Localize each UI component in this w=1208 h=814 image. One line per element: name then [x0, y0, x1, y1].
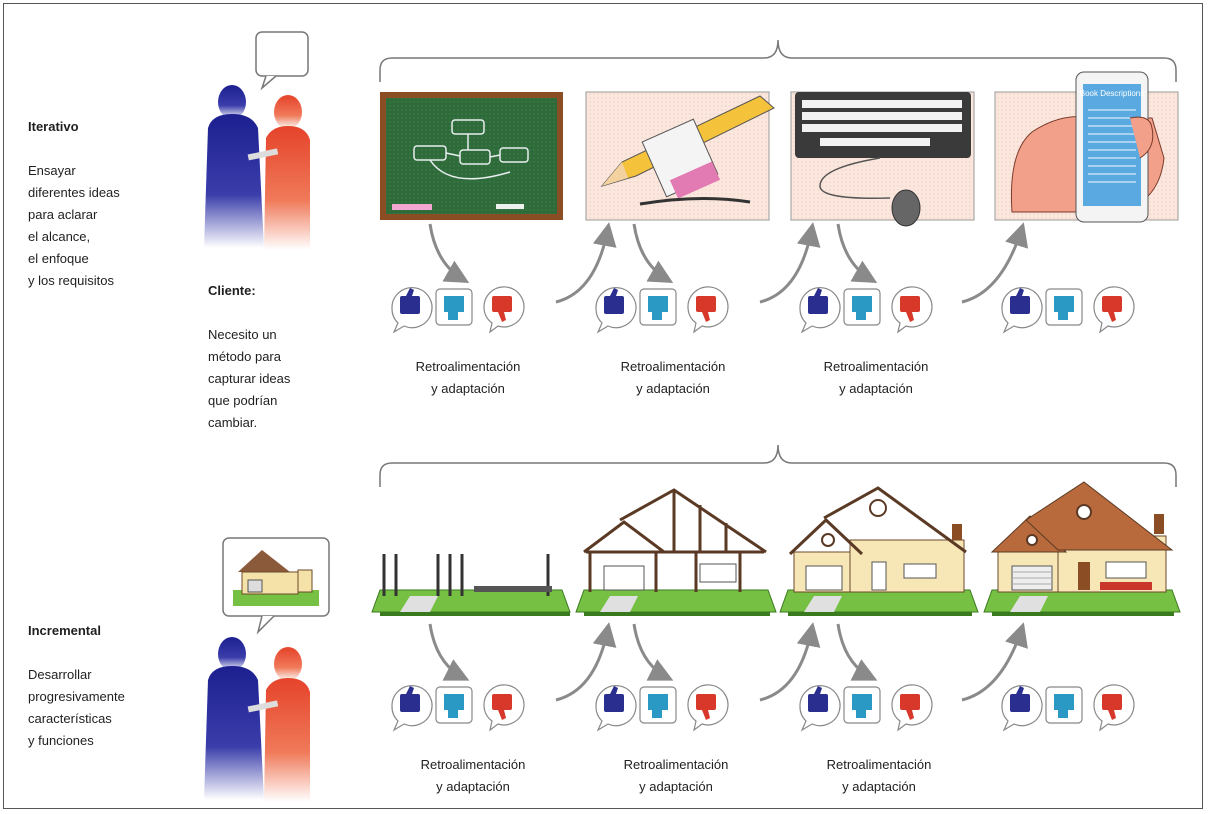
- iterative-feedback-label-1: Retroalimentación y adaptación: [415, 359, 521, 396]
- phone-panel-icon: Book Descriptions: [994, 71, 1179, 223]
- iterative-speech-bubble-icon: [255, 31, 309, 77]
- iterative-title: Iterativo: [28, 119, 79, 134]
- incremental-feedback-label-1: Retroalimentación y adaptación: [420, 757, 526, 794]
- incremental-feedback-thumbs-icon: [391, 684, 525, 731]
- incremental-title: Incremental: [28, 623, 101, 638]
- target-house-bubble-icon: [222, 537, 330, 635]
- iterative-description: Ensayar diferentes ideas para aclarar el…: [28, 163, 120, 288]
- house-walls-icon: [779, 486, 979, 616]
- incremental-feedback-thumbs-icon: [595, 684, 729, 731]
- incremental-feedback-label-2: Retroalimentación y adaptación: [623, 757, 729, 794]
- iterative-people-icon: [204, 85, 310, 250]
- client-label: Cliente:: [208, 283, 256, 298]
- iterative-feedback-thumbs-icon: [799, 286, 933, 333]
- iterative-section: Iterativo Ensayar diferentes ideas para …: [28, 94, 188, 292]
- house-framing-icon: [575, 488, 777, 616]
- client-text: Necesito un método para capturar ideas q…: [208, 327, 291, 430]
- keyboard-panel-icon: [790, 91, 975, 227]
- iterative-feedback-label-2: Retroalimentación y adaptación: [620, 359, 726, 396]
- client-note: Cliente: Necesito un método para captura…: [208, 258, 348, 434]
- incremental-feedback-label-3: Retroalimentación y adaptación: [826, 757, 932, 794]
- pencil-panel-icon: [585, 91, 775, 221]
- phone-screen-text: Book Descriptions: [1080, 89, 1144, 98]
- chalkboard-panel-icon: [380, 92, 563, 220]
- iterative-feedback-thumbs-icon: [1001, 286, 1135, 333]
- house-foundation-icon: [371, 554, 571, 616]
- incremental-people-icon: [204, 637, 310, 802]
- iterative-feedback-label-3: Retroalimentación y adaptación: [823, 359, 929, 396]
- incremental-section: Incremental Desarrollar progresivamente …: [28, 598, 198, 752]
- iterative-brace: [379, 39, 1177, 82]
- incremental-feedback-thumbs-icon: [1001, 684, 1135, 731]
- diagram-frame: [3, 3, 1203, 809]
- incremental-description: Desarrollar progresivamente característi…: [28, 667, 125, 748]
- incremental-brace: [379, 444, 1177, 487]
- house-complete-icon: [983, 481, 1181, 616]
- incremental-feedback-thumbs-icon: [799, 684, 933, 731]
- iterative-feedback-thumbs-icon: [391, 286, 525, 333]
- iterative-feedback-thumbs-icon: [595, 286, 729, 333]
